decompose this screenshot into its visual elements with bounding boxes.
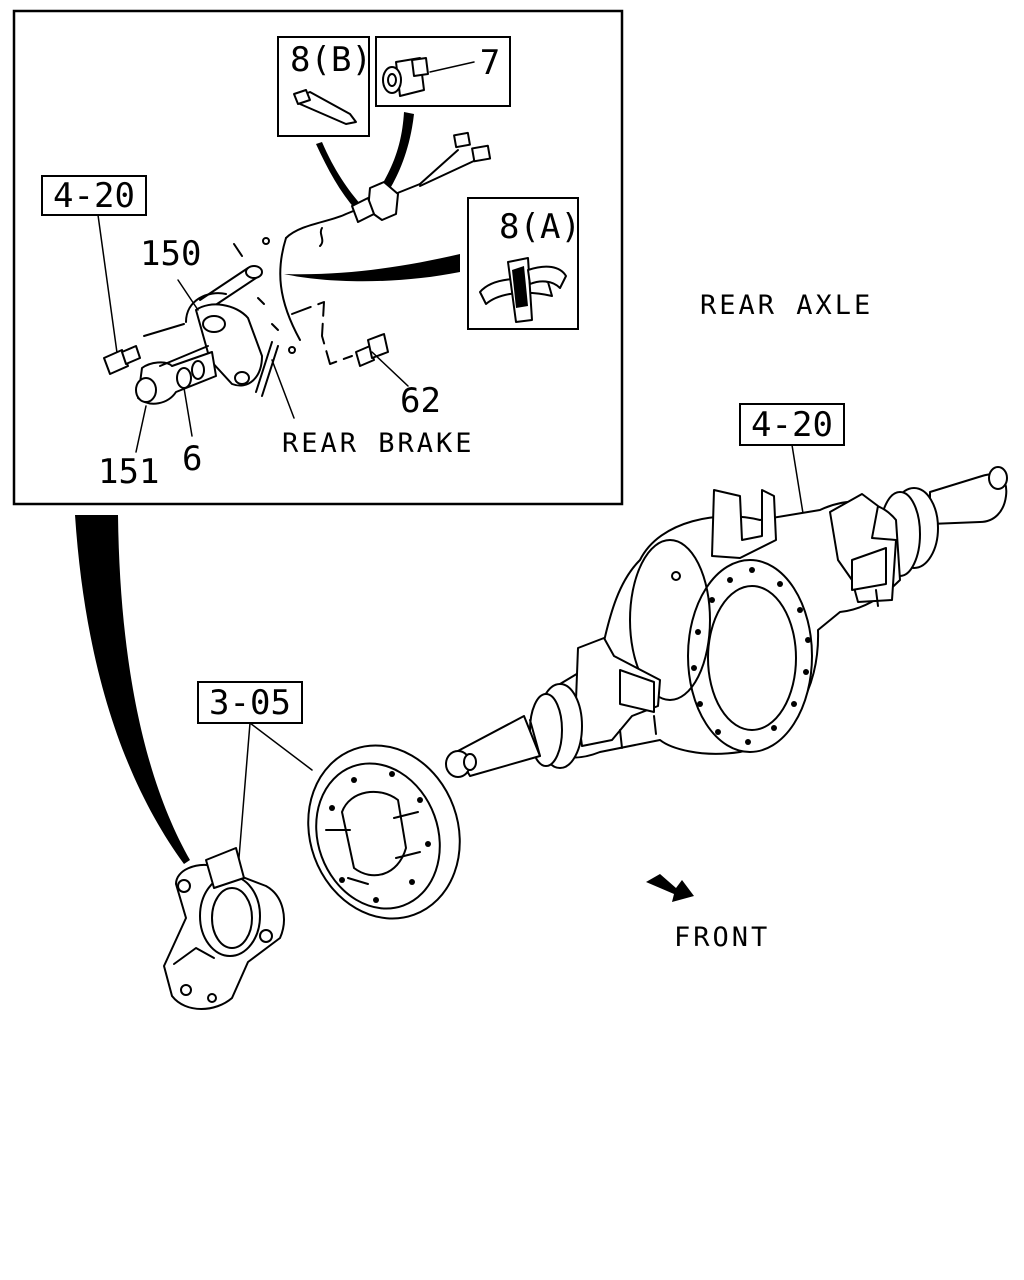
ref-label-4-20-axle: 4-20 <box>751 405 833 445</box>
part-label-151: 151 <box>98 452 159 492</box>
bolt-4-20-detail <box>103 345 141 375</box>
banjo-bolt-holes <box>691 567 811 745</box>
detail-inset-frame <box>12 9 624 506</box>
front-label: FRONT <box>674 922 770 953</box>
bolt-part-62 <box>355 333 409 387</box>
part-label-8b: 8(B) <box>290 40 372 80</box>
part-label-62: 62 <box>400 381 441 421</box>
part-box-7[interactable]: 7 <box>375 36 511 107</box>
rear-axle-title: REAR AXLE <box>700 290 873 321</box>
guide-line <box>291 301 353 365</box>
part-box-8a[interactable]: 8(A) <box>467 197 581 330</box>
ref-box-3-05[interactable]: 3-05 <box>197 681 303 724</box>
part-label-6: 6 <box>182 439 202 479</box>
inset-pointer-wedge <box>75 515 190 864</box>
front-direction-arrow <box>646 874 694 902</box>
clip-part-7-icon <box>382 57 429 97</box>
ref-box-4-20-axle[interactable]: 4-20 <box>739 403 845 446</box>
ref-label-4-20-detail: 4-20 <box>53 176 135 216</box>
part-label-8a: 8(A) <box>499 207 581 247</box>
part-label-150: 150 <box>140 234 201 274</box>
rear-axle-housing <box>445 466 1008 778</box>
ref-label-3-05: 3-05 <box>209 683 291 723</box>
rear-brake-label: REAR BRAKE <box>282 428 475 459</box>
part-box-8b[interactable]: 8(B) <box>277 36 372 137</box>
pointer-wedge-8a <box>284 254 460 282</box>
ref-box-4-20-detail[interactable]: 4-20 <box>41 175 147 216</box>
pointer-wedge-8b <box>316 142 362 210</box>
part-label-7: 7 <box>480 43 500 83</box>
abs-sensor-bracket <box>143 237 296 397</box>
brake-anchor-carrier <box>163 847 285 1010</box>
pointer-wedge-7 <box>380 112 414 192</box>
sensor-part-6 <box>135 345 217 405</box>
cable-tie-icon <box>293 89 357 125</box>
clamp-part-8a-icon <box>479 257 567 323</box>
sensor-wire-harness <box>279 131 492 341</box>
brake-backing-plate <box>307 744 461 920</box>
